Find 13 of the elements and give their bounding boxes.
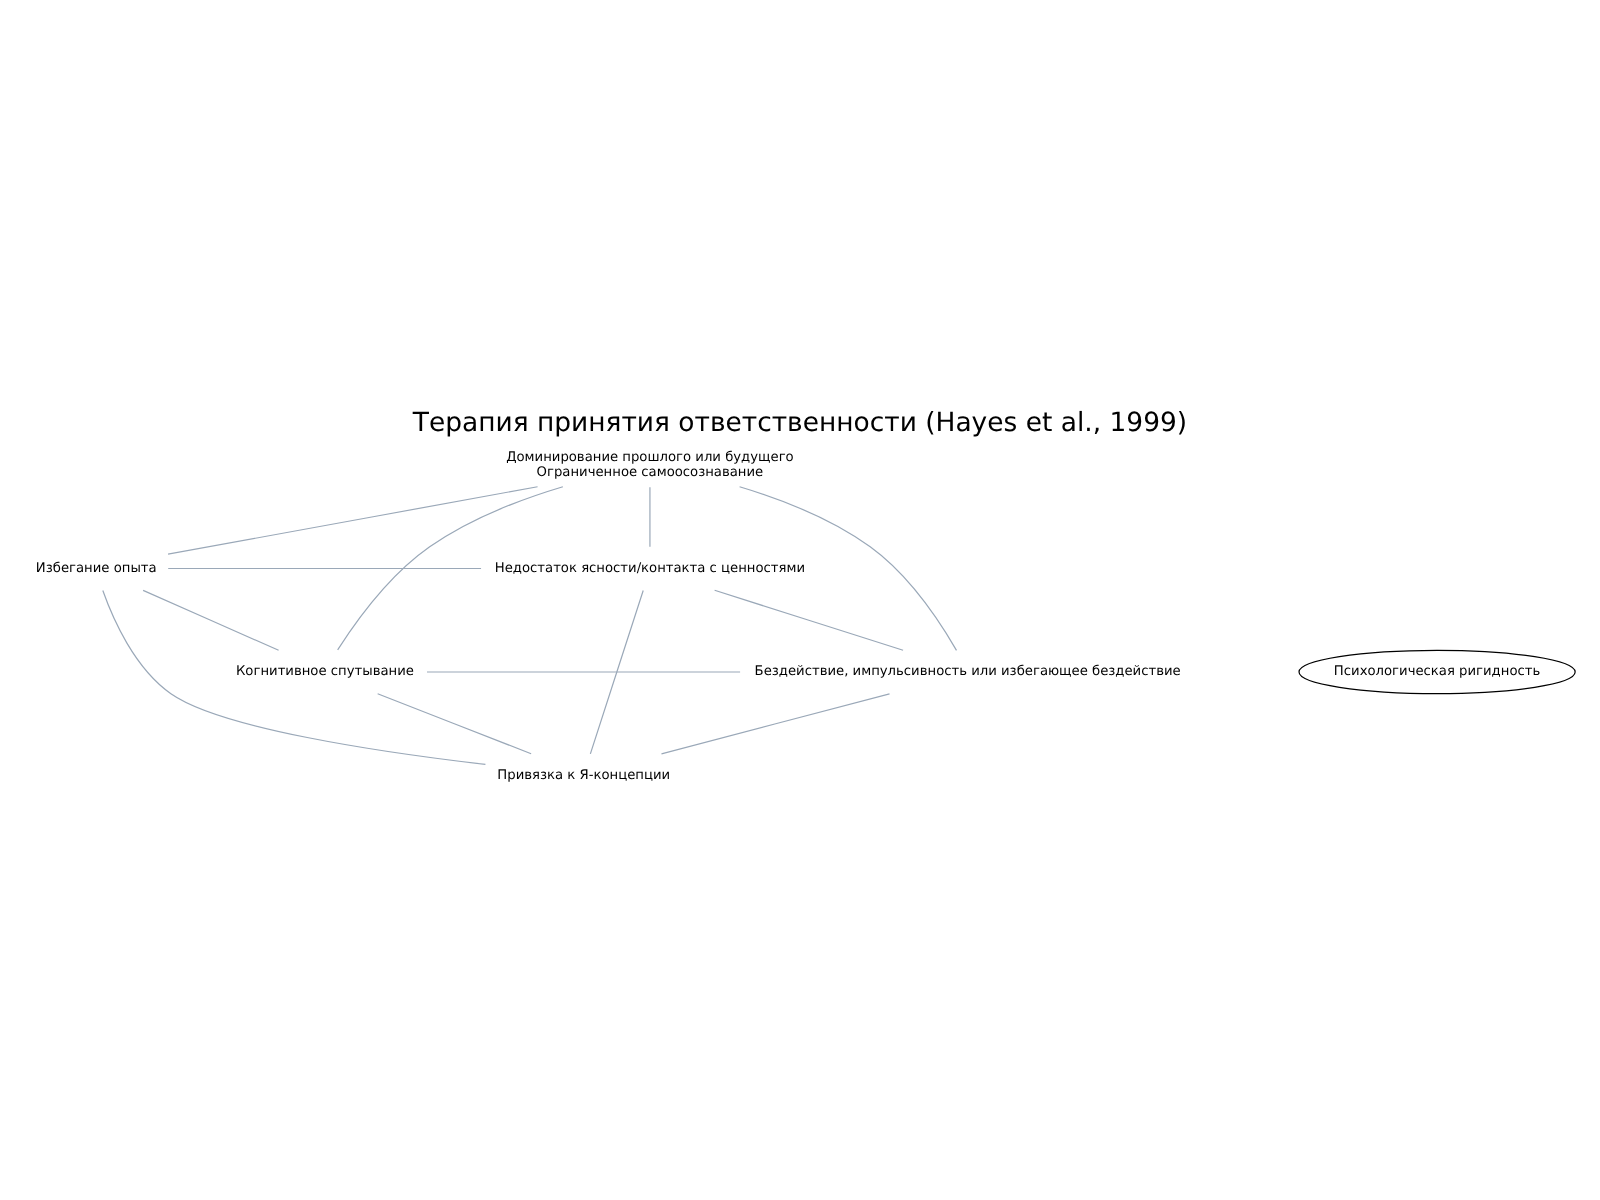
- connector: [660, 692, 891, 754]
- connector: [589, 588, 644, 754]
- connector: [142, 588, 280, 650]
- connector: [167, 485, 539, 554]
- connector: [377, 692, 532, 754]
- diagram-title: Терапия принятия ответственности (Hayes et al., 1999): [412, 407, 1188, 438]
- connector: [167, 566, 482, 569]
- connector: [426, 670, 741, 672]
- connector: [649, 485, 651, 547]
- connector: [337, 485, 564, 650]
- connector: [714, 588, 904, 650]
- connector: [739, 485, 958, 650]
- connector: [102, 588, 487, 764]
